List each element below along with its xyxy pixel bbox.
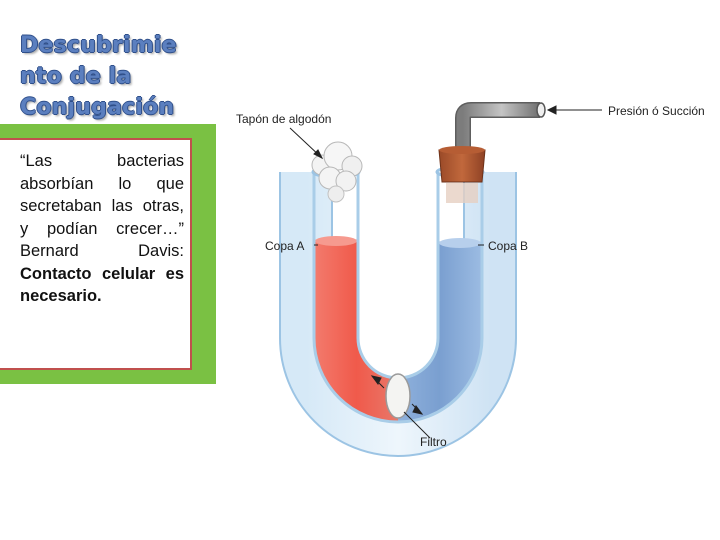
slide-title: Descubrimie nto de la Conjugación: [20, 30, 195, 123]
label-cup-b: Copa B: [488, 239, 528, 253]
rubber-stopper: [438, 149, 486, 183]
filter-disc: [385, 373, 411, 419]
quote-text: “Las bacterias absorbían lo que secretab…: [20, 152, 184, 238]
cotton-plug: [311, 141, 363, 203]
label-pressure: Presión ó Succión: [608, 104, 705, 118]
title-line-1: Descubrimie: [20, 33, 177, 58]
body-text: “Las bacterias absorbían lo que secretab…: [20, 150, 184, 308]
author-text: Bernard Davis:: [20, 242, 184, 260]
u-tube-diagram: Tapón de algodón Presión ó Succión Copa …: [236, 102, 705, 457]
label-filter: Filtro: [420, 435, 447, 449]
text-panel: [0, 138, 192, 370]
title-line-2: nto de la: [20, 64, 132, 89]
label-cotton-plug: Tapón de algodón: [236, 112, 331, 126]
conclusion-text: Contacto celular es necesario.: [20, 264, 184, 306]
title-line-3: Conjugación: [20, 95, 175, 120]
label-cup-a: Copa A: [265, 239, 304, 253]
